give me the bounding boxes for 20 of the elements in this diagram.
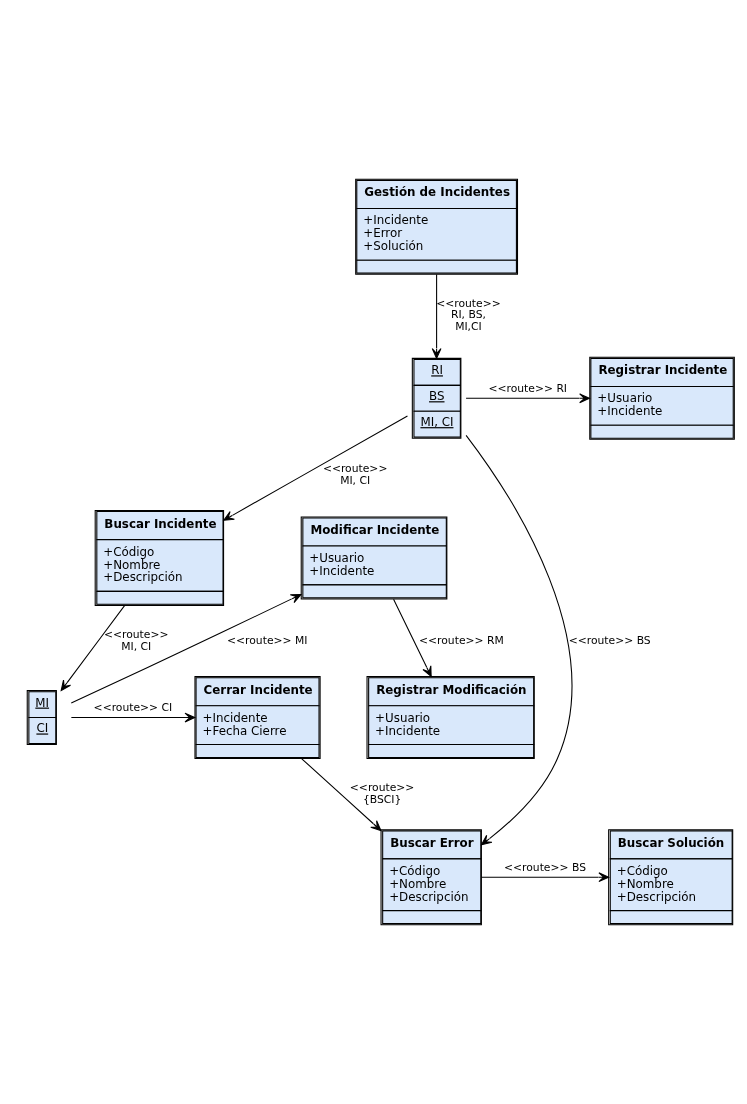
arrow bbox=[70, 712, 196, 723]
edge-label: <<route>> RI bbox=[488, 381, 568, 395]
edge-label: <<route>> RI, BS, MI,CI bbox=[436, 296, 501, 334]
edge-label: <<route>> BS bbox=[568, 633, 651, 647]
arrow bbox=[480, 872, 610, 883]
arrow bbox=[465, 434, 573, 846]
arrow bbox=[465, 393, 590, 404]
edge-label: <<route>> MI bbox=[227, 633, 308, 647]
arrow bbox=[431, 274, 442, 359]
edge-label: <<route>> MI, CI bbox=[322, 461, 388, 487]
arrow bbox=[70, 593, 302, 704]
arrow bbox=[301, 758, 382, 832]
arrow bbox=[393, 598, 432, 677]
edge-label: <<route>> BS bbox=[504, 860, 586, 874]
edge-label: <<route>> CI bbox=[93, 701, 173, 715]
arrow bbox=[60, 604, 126, 692]
edge-label: <<route>> RM bbox=[419, 633, 504, 647]
edge-label: <<route>> {BSCI} bbox=[349, 780, 415, 806]
arrow bbox=[223, 415, 408, 521]
edge-label: <<route>> MI, CI bbox=[103, 627, 169, 653]
